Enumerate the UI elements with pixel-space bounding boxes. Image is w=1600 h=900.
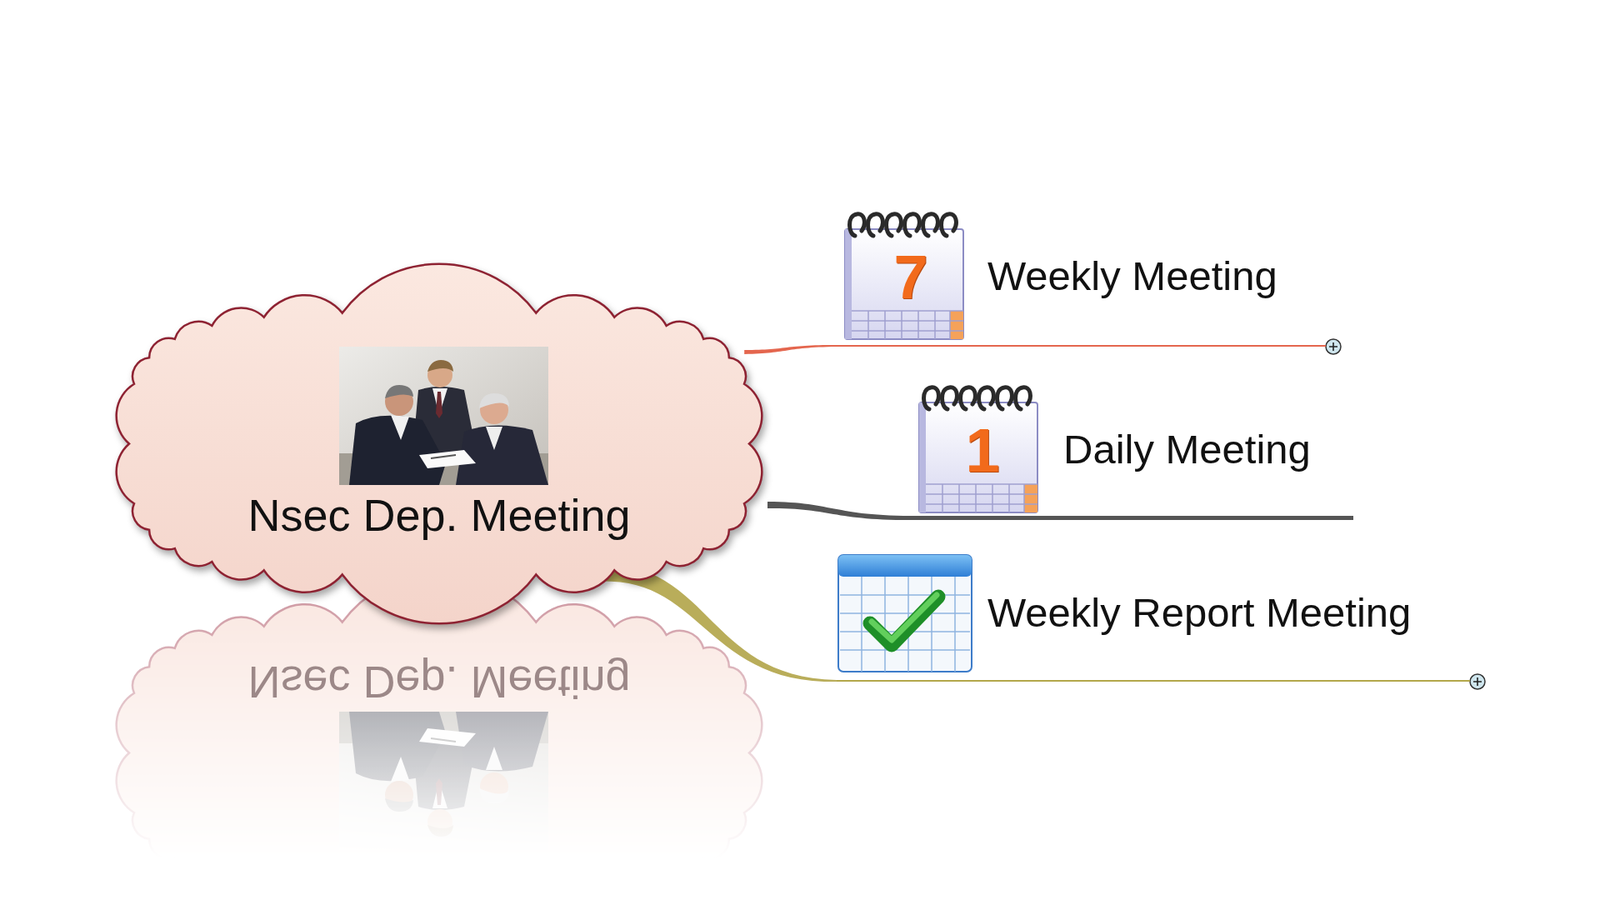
expand-marker <box>1470 674 1485 690</box>
cloud-outline-part <box>116 264 763 625</box>
calendar-icon-part-part <box>886 214 902 236</box>
meeting-photo <box>339 346 549 485</box>
expand-marker-part <box>1329 342 1338 351</box>
calendar-icon-part <box>925 484 1038 513</box>
calendar-check-icon-part <box>838 555 972 672</box>
meeting-photo-part-part <box>485 426 503 450</box>
calendar-icon-part-part <box>868 214 884 236</box>
calendar-icon-part-part <box>850 214 865 236</box>
reflection-text: Nsec Dep. Meeting <box>107 655 771 710</box>
calendar-check-icon <box>836 553 975 675</box>
meeting-photo-part-part <box>455 425 549 485</box>
meeting-photo-part-part <box>349 415 446 485</box>
calendar-icon-part <box>851 310 964 340</box>
topic-text: Weekly Report Meeting <box>987 588 1411 638</box>
calendar-icon-part <box>845 229 852 340</box>
calendar-icon-part <box>919 402 926 513</box>
topic-text: Weekly Meeting <box>987 251 1278 301</box>
branch-connector <box>767 501 911 520</box>
calendar-icon-part-part <box>979 387 995 410</box>
calendar-icon-part-part <box>960 387 976 410</box>
calendar-icon-part-part <box>924 387 940 410</box>
calendar-icon-part <box>924 387 1031 410</box>
calendar-icon-part-part <box>942 387 958 410</box>
meeting-photo-part-part <box>430 455 456 459</box>
expand-marker-part <box>1470 674 1485 690</box>
expand-marker-part <box>1325 339 1341 355</box>
branch-topic: Weekly Report Meeting <box>836 553 1470 682</box>
calendar-check-icon-part <box>840 576 970 672</box>
calendar-number: 1 <box>940 420 1025 482</box>
central-topic-cloud: Nsec Dep. Meeting <box>107 290 771 597</box>
photo-reflection <box>339 711 549 850</box>
calendar-check-icon-part <box>871 595 937 640</box>
meeting-photo-part <box>339 346 549 485</box>
expand-marker <box>1325 339 1341 355</box>
meeting-photo-part-part <box>479 393 510 409</box>
topic-text: Daily Meeting <box>1063 425 1311 475</box>
calendar-icon-part <box>950 310 964 340</box>
meeting-photo-part-part <box>419 450 476 469</box>
branch-connector <box>767 501 911 520</box>
branch-connector <box>744 345 837 355</box>
calendar-icon-part-part <box>923 214 939 236</box>
meeting-photo-part-part <box>427 360 454 372</box>
calendar-icon-part <box>1024 484 1038 513</box>
calendar-icon-part <box>919 402 1038 513</box>
branch-connector <box>601 563 837 682</box>
meeting-photo-part-part <box>435 391 443 419</box>
meeting-photo-part-part <box>390 415 410 440</box>
calendar-icon-part-part <box>905 214 920 236</box>
expand-marker-part <box>1473 677 1482 686</box>
calendar-icon-part <box>850 214 957 236</box>
meeting-photo-part-part <box>385 385 414 399</box>
branch-connector <box>601 563 837 682</box>
calendar-number: 7 <box>869 246 953 309</box>
calendar-icon-part-part <box>1015 387 1031 410</box>
calendar-icon-part-part <box>997 387 1013 410</box>
branch-connector <box>744 345 837 355</box>
calendar-icon-part <box>845 229 964 340</box>
topic-text: Nsec Dep. Meeting <box>247 488 630 543</box>
calendar-icon-part-part <box>941 214 957 236</box>
calendar-check-icon-part <box>838 555 972 577</box>
meeting-photo-part-part <box>339 346 549 485</box>
